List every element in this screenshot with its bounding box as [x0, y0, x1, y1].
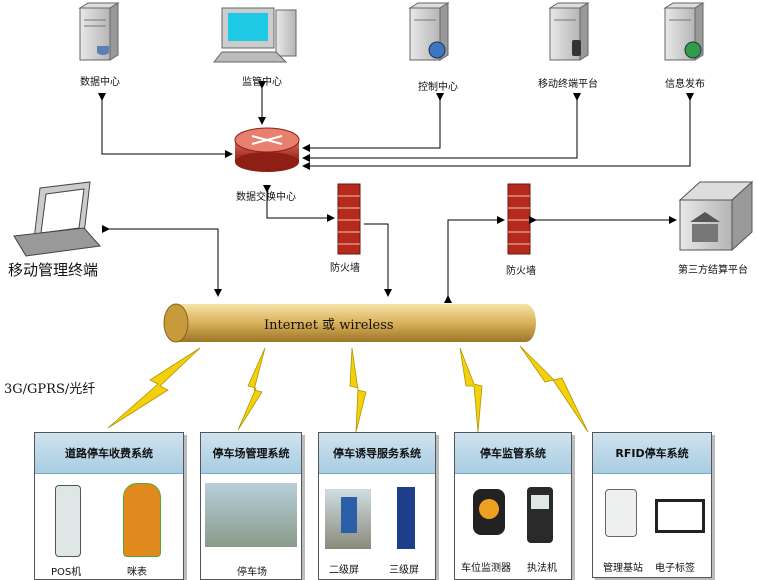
system-title: 道路停车收费系统: [35, 433, 183, 474]
lightning-bolt-1: [107, 347, 201, 429]
label-mobile-platform: 移动终端平台: [538, 79, 598, 90]
label-third-party: 第三方结算平台: [678, 265, 748, 276]
item-label: 管理基站: [603, 563, 643, 574]
secondary-screen-photo: [325, 489, 371, 549]
link-info-publish: [302, 93, 694, 170]
link-data-center: [98, 93, 233, 158]
monitor-center-pc-icon: [212, 7, 297, 63]
label-data-center: 数据中心: [80, 77, 120, 88]
item-label: 执法机: [527, 563, 557, 574]
label-info-publish: 信息发布: [665, 79, 705, 90]
item-label: 车位监测器: [461, 563, 511, 574]
system-title: 停车诱导服务系统: [319, 433, 435, 474]
item-label: 电子标签: [655, 563, 695, 574]
info-publish-server-icon: [663, 2, 705, 61]
label-control-center: 控制中心: [418, 82, 458, 93]
item-label: 二级屏: [329, 565, 359, 576]
laptop-icon: [13, 181, 101, 257]
parking-lot-photo: [205, 483, 297, 547]
lightning-bolt-3: [349, 347, 367, 433]
link-control-center: [302, 93, 444, 152]
label-router: 数据交换中心: [236, 192, 296, 203]
bus-label: Internet 或 wireless: [264, 318, 394, 333]
item-label: 三级屏: [389, 565, 419, 576]
system-title: 停车场管理系统: [201, 433, 301, 474]
item-label: POS机: [51, 567, 82, 578]
label-mobile-terminal: 移动管理终端: [8, 261, 99, 279]
system-title: 停车监管系统: [455, 433, 571, 474]
data-center-server-icon: [78, 2, 120, 61]
tertiary-screen-photo: [397, 487, 415, 549]
internet-bus: [163, 303, 536, 343]
base-station-icon: [605, 489, 637, 537]
enforcement-device-icon: [527, 487, 553, 543]
parking-meter-icon: [123, 483, 161, 557]
system-title: RFID停车系统: [593, 433, 711, 474]
link-router-firewall: [263, 185, 335, 222]
mobile-platform-server-icon: [548, 2, 590, 61]
system-box-road-parking: 道路停车收费系统 POS机 咪表: [34, 432, 184, 580]
system-box-parking-lot: 停车场管理系统 停车场: [200, 432, 302, 580]
lightning-bolt-4: [459, 347, 483, 433]
firewall-left-icon: [337, 183, 361, 255]
pos-device-icon: [55, 485, 81, 557]
space-detector-icon: [473, 489, 505, 535]
control-center-server-icon: [408, 2, 450, 61]
system-box-rfid: RFID停车系统 管理基站 电子标签: [592, 432, 712, 578]
label-firewall-left: 防火墙: [330, 263, 360, 274]
label-firewall-right: 防火墙: [506, 266, 536, 277]
system-box-guidance: 停车诱导服务系统 二级屏 三级屏: [318, 432, 436, 580]
item-label: 咪表: [127, 567, 147, 578]
firewall-right-icon: [507, 183, 531, 255]
link-firewall-bus: [364, 223, 392, 297]
third-party-server-icon: [678, 180, 754, 252]
item-label: 停车场: [237, 567, 267, 578]
link-laptop-bus: [102, 225, 222, 297]
link-bus-firewall-right: [444, 216, 505, 303]
network-label: 3G/GPRS/光纤: [4, 382, 96, 397]
rfid-tag-icon: [655, 499, 705, 533]
wireless-links: [107, 345, 589, 433]
system-box-supervision: 停车监管系统 车位监测器 执法机: [454, 432, 572, 580]
router-icon: [234, 127, 300, 172]
lightning-bolt-2: [237, 347, 266, 431]
lightning-bolt-5: [519, 345, 589, 433]
label-monitor-center: 监管中心: [242, 77, 282, 88]
